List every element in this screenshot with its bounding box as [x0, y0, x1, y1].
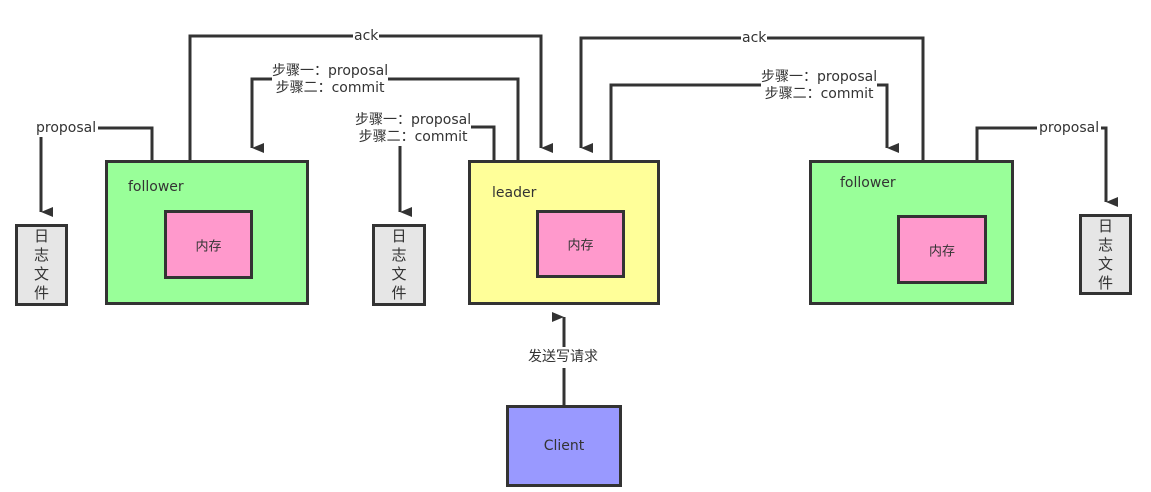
follower-right-label: follower	[840, 175, 896, 191]
client-write-request-label: 发送写请求	[527, 347, 599, 368]
leader-to-follower-right-step1: 步骤一：proposal	[761, 69, 878, 85]
follower-left-proposal-label: proposal	[34, 120, 99, 137]
leader-to-follower-left-step1: 步骤一：proposal	[272, 63, 389, 79]
follower-right-proposal-label: proposal	[1037, 120, 1102, 137]
leader-to-follower-left-label: 步骤一：proposal 步骤二：commit	[272, 63, 389, 97]
log-file-right[interactable]: 日 志 文 件	[1079, 214, 1132, 295]
leader-to-follower-left-step2: 步骤二：commit	[275, 80, 385, 96]
leader-node[interactable]: leader 内存	[468, 160, 660, 305]
follower-right-memory-label: 内存	[928, 244, 955, 259]
leader-to-follower-right-label: 步骤一：proposal 步骤二：commit	[761, 69, 878, 103]
leader-to-follower-right-connector	[609, 83, 899, 161]
follower-left-memory-label: 内存	[195, 239, 222, 254]
follower-right-memory[interactable]: 内存	[897, 215, 987, 284]
log-file-left[interactable]: 日 志 文 件	[15, 224, 68, 306]
follower-right-node[interactable]: follower 内存	[809, 160, 1014, 305]
leader-to-follower-right-step2: 步骤二：commit	[764, 86, 874, 102]
log-file-left-label: 日 志 文 件	[33, 227, 49, 302]
ack-left-label: ack	[353, 28, 380, 45]
log-file-right-label: 日 志 文 件	[1097, 216, 1113, 292]
follower-left-memory[interactable]: 内存	[164, 210, 253, 279]
follower-left-label: follower	[128, 179, 184, 195]
log-file-middle[interactable]: 日 志 文 件	[372, 224, 426, 306]
ack-right-label: ack	[741, 30, 768, 47]
follower-left-node[interactable]: follower 内存	[105, 160, 309, 305]
leader-memory[interactable]: 内存	[536, 210, 625, 278]
log-file-middle-label: 日 志 文 件	[391, 227, 407, 302]
leader-memory-label: 内存	[567, 238, 594, 254]
leader-to-log-label: 步骤一：proposal 步骤二：commit	[355, 112, 472, 146]
client-node[interactable]: Client	[506, 405, 622, 487]
leader-to-log-step2: 步骤二：commit	[358, 129, 468, 145]
leader-label: leader	[492, 185, 537, 201]
leader-to-log-step1: 步骤一：proposal	[355, 112, 472, 128]
client-label: Client	[543, 438, 585, 454]
